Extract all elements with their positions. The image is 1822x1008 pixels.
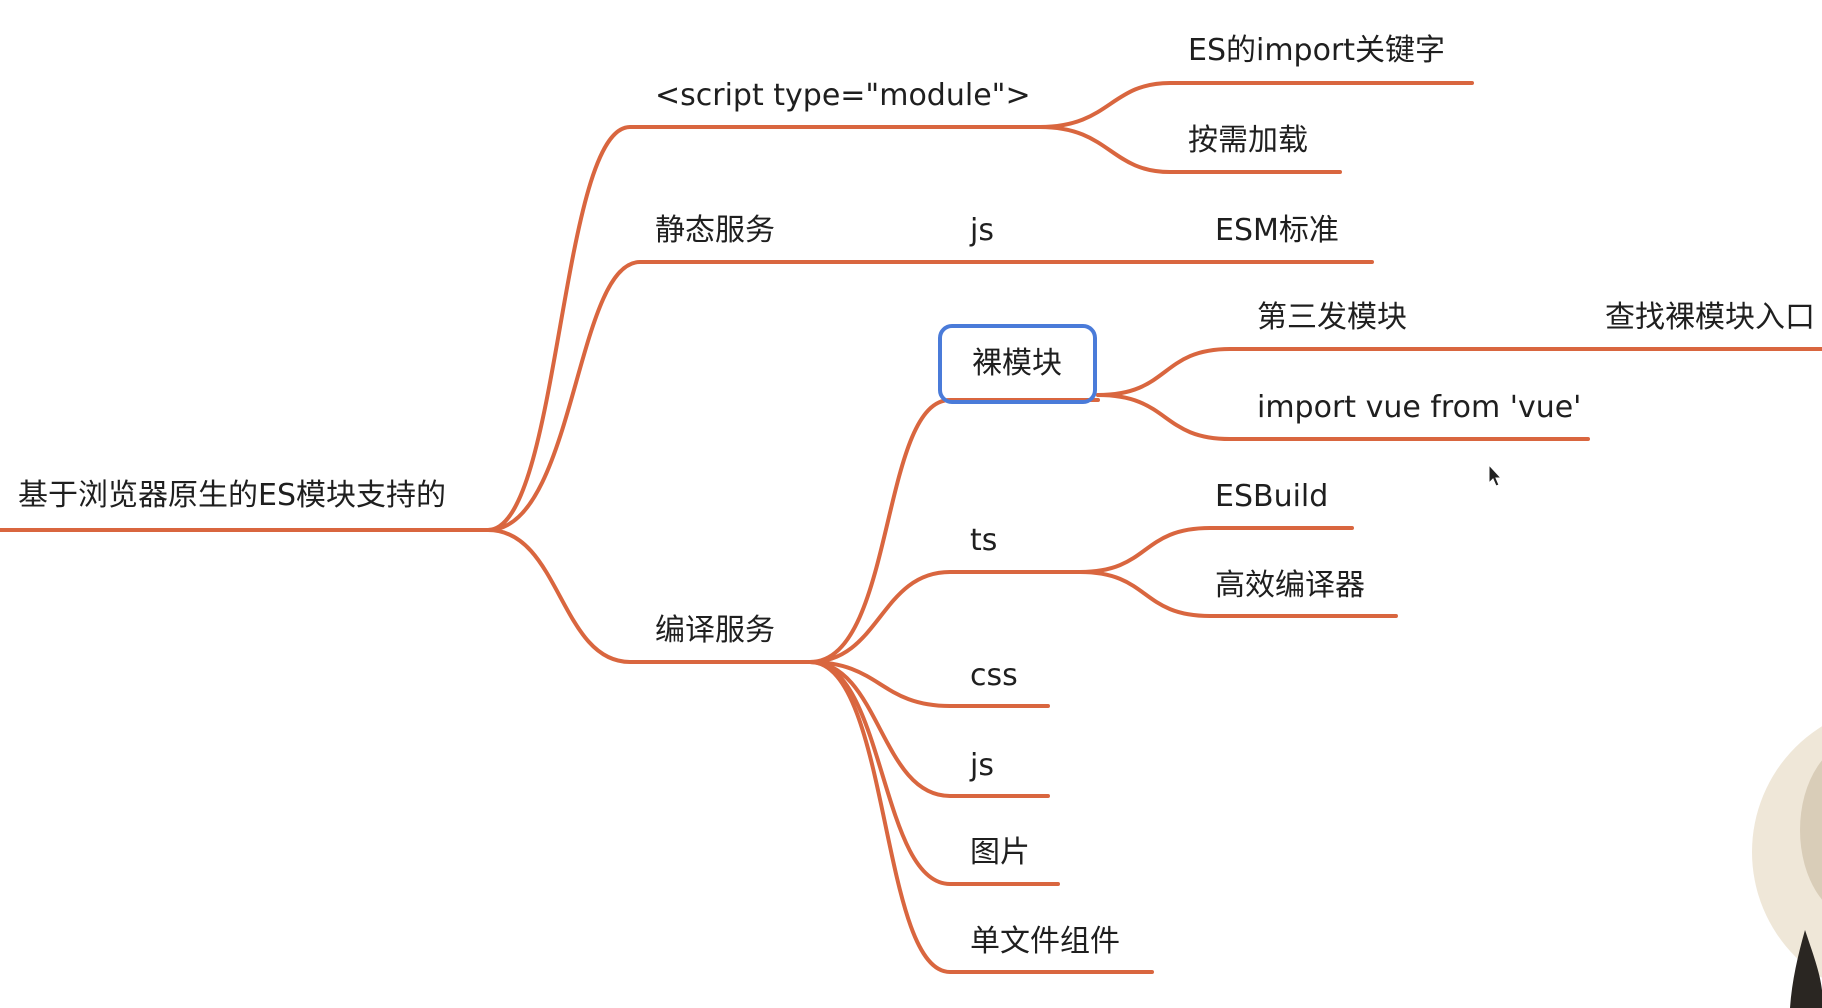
webcam-overlay (1752, 726, 1822, 1008)
connector-compile-sfc (808, 660, 1154, 974)
branch-connectors (0, 81, 1822, 974)
node-on-demand-loading[interactable]: 按需加载 (1188, 123, 1308, 158)
node-bare-module[interactable]: 裸模块 (972, 346, 1062, 381)
connector-root-script (486, 125, 1042, 532)
node-esbuild[interactable]: ESBuild (1215, 479, 1328, 514)
node-static-js[interactable]: js (969, 213, 994, 248)
node-script-module[interactable]: <script type="module"> (655, 78, 1031, 113)
node-third-party-module[interactable]: 第三发模块 (1257, 300, 1407, 335)
node-compile-service[interactable]: 编译服务 (655, 613, 775, 648)
connector-compile-ts (808, 570, 1082, 664)
connector-compile-bare (808, 398, 1100, 664)
connector-script-ondemand (1038, 125, 1342, 174)
connector-compile-js (808, 660, 1050, 798)
node-es-import-keyword[interactable]: ES的import关键字 (1188, 33, 1445, 68)
connector-ts-esbuild (1078, 526, 1354, 574)
node-ts[interactable]: ts (970, 523, 997, 558)
node-efficient-compiler[interactable]: 高效编译器 (1215, 568, 1365, 603)
node-import-vue[interactable]: import vue from 'vue' (1257, 390, 1581, 425)
connector-root-static (486, 260, 1374, 532)
node-find-bare-module-entry[interactable]: 查找裸模块入口 (1605, 300, 1815, 335)
node-labels: 基于浏览器原生的ES模块支持的 <script type="module"> E… (18, 33, 1815, 959)
mouse-cursor-icon (1488, 463, 1503, 487)
node-single-file-component[interactable]: 单文件组件 (970, 924, 1120, 959)
connector-script-import (1038, 81, 1474, 129)
node-static-service[interactable]: 静态服务 (655, 213, 775, 248)
node-css[interactable]: css (970, 658, 1018, 693)
node-compile-js[interactable]: js (969, 748, 994, 783)
connector-bare-thirdparty (1096, 347, 1822, 397)
node-image[interactable]: 图片 (970, 835, 1030, 870)
connector-bare-importvue (1096, 393, 1590, 441)
connector-root-compile (486, 528, 812, 664)
bare-module-highlight-box (938, 324, 1097, 404)
node-esm-standard[interactable]: ESM标准 (1215, 213, 1339, 248)
root-node-label[interactable]: 基于浏览器原生的ES模块支持的 (18, 478, 446, 513)
connector-compile-css (808, 660, 1050, 708)
connector-ts-compiler (1078, 570, 1398, 618)
